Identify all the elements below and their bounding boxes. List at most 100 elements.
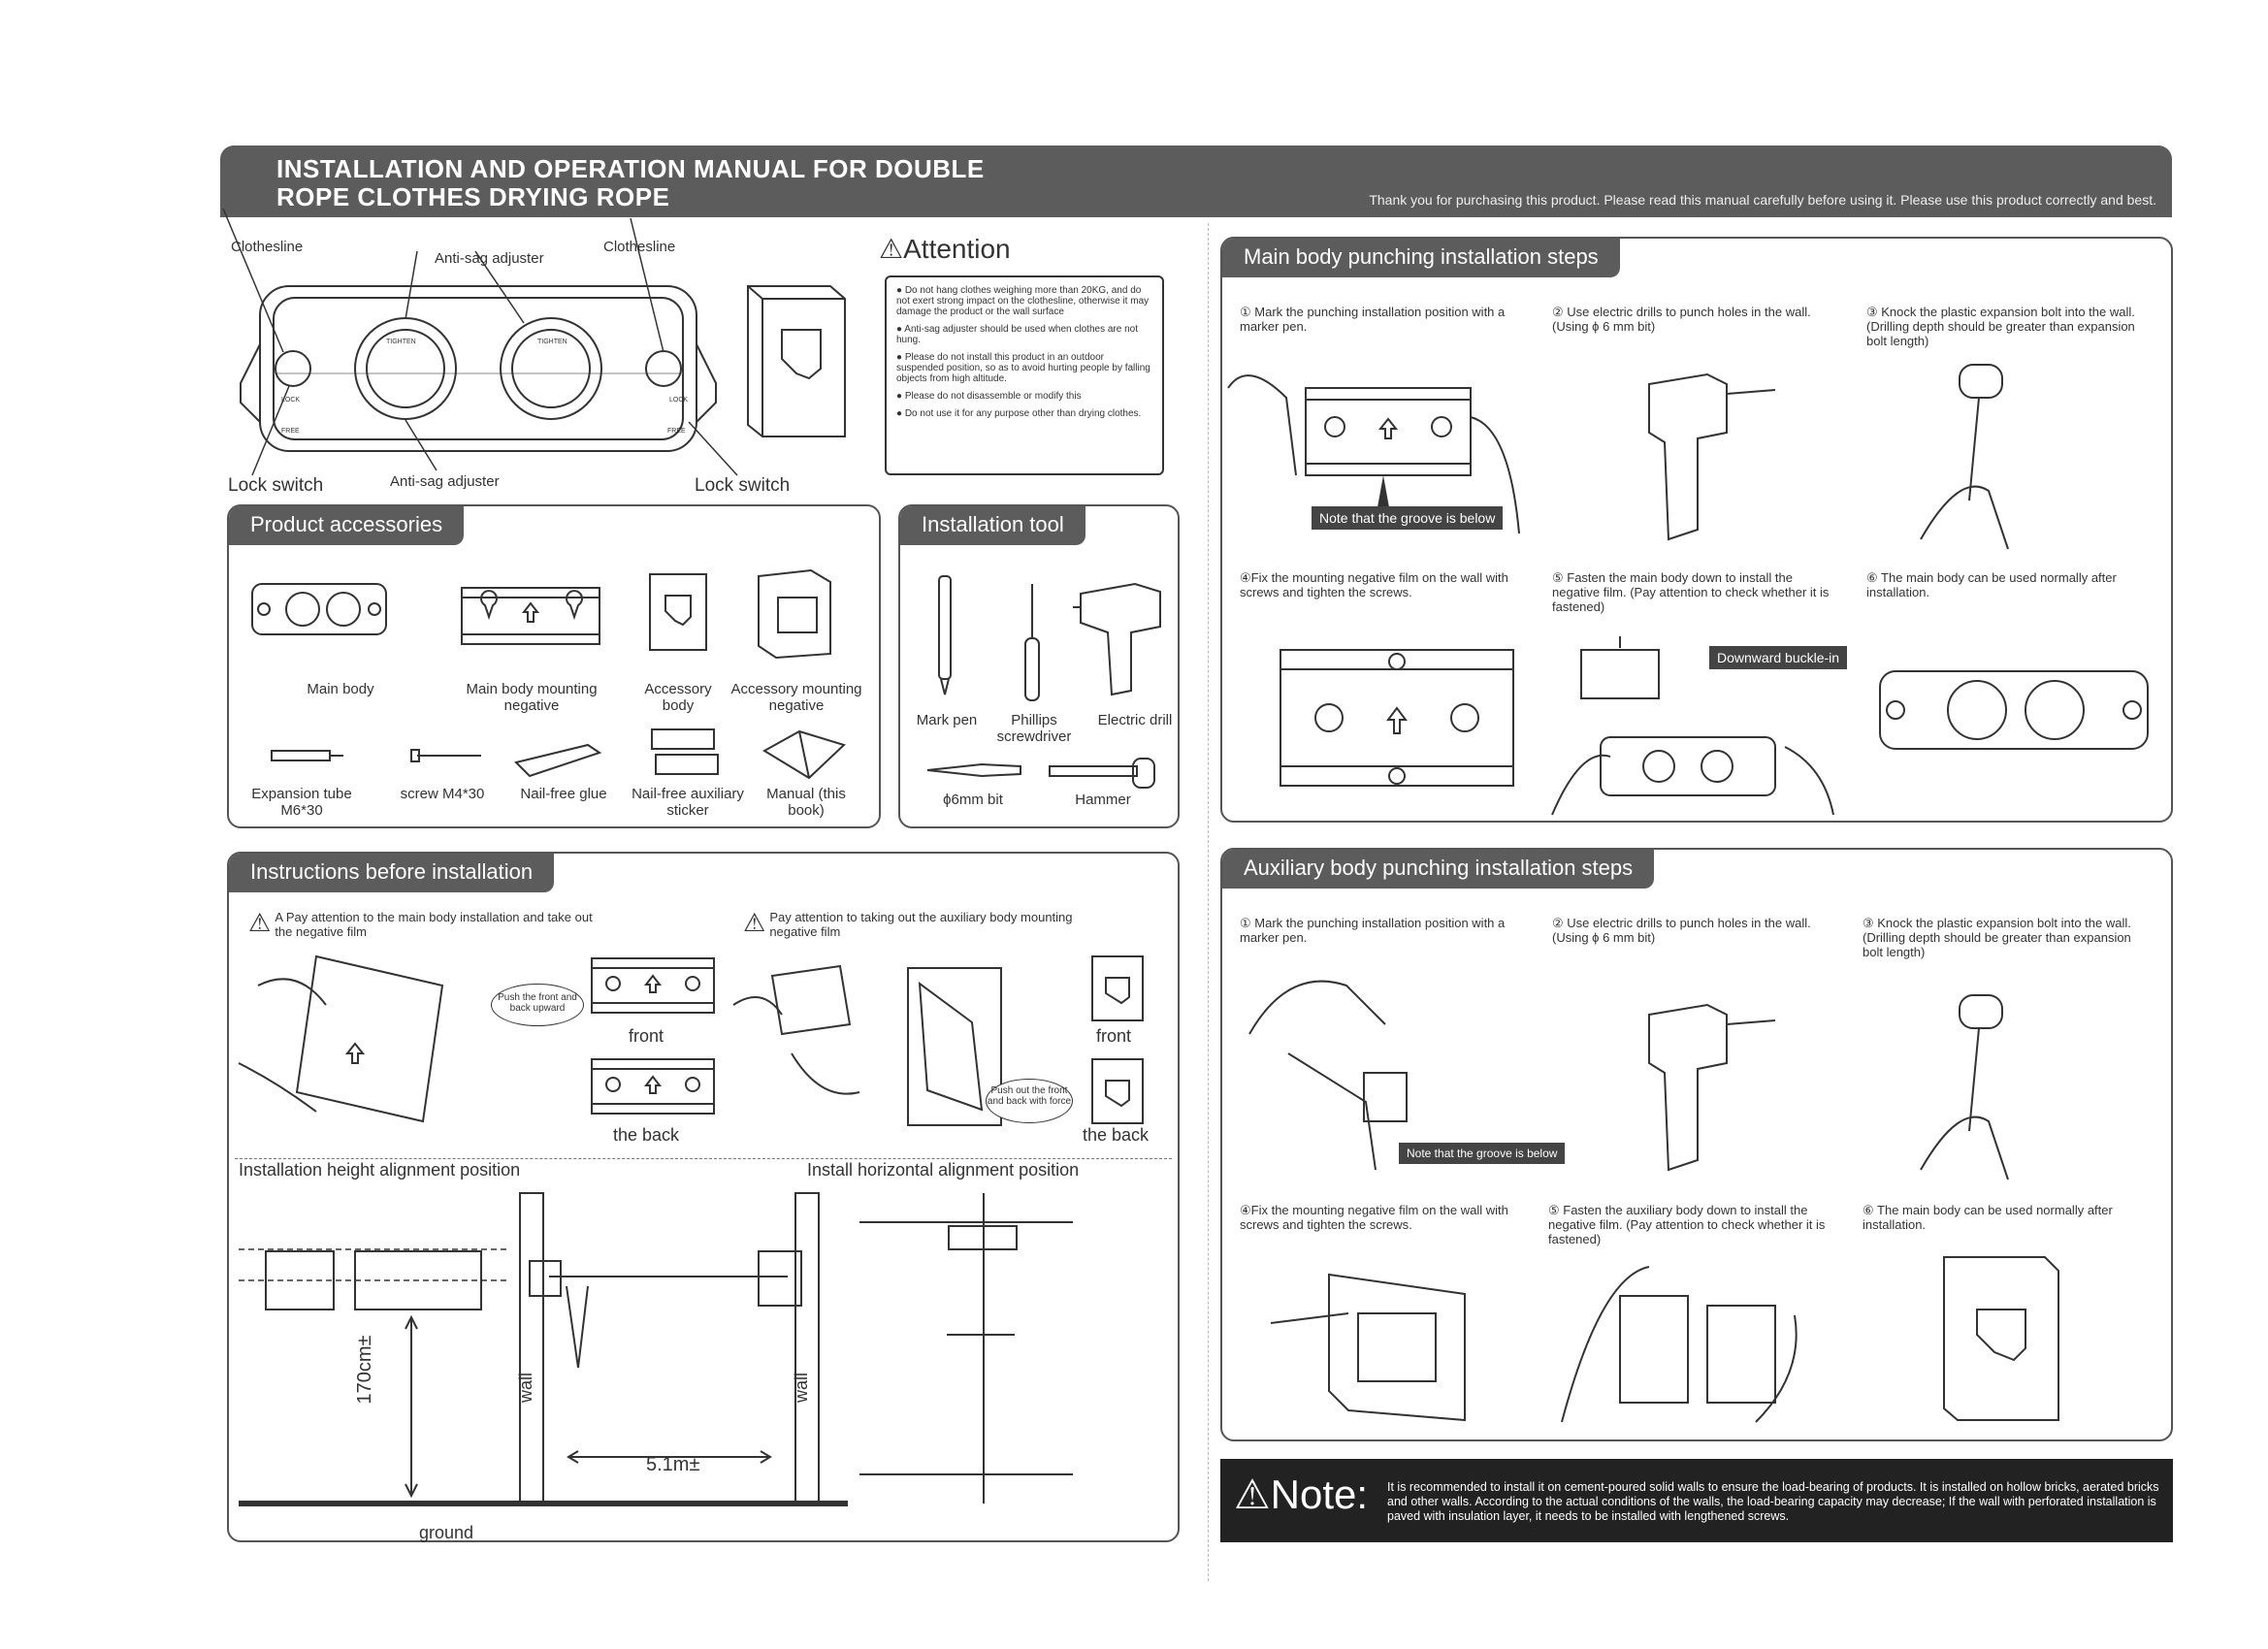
label-anti-sag-bottom: Anti-sag adjuster [390,473,500,490]
attention-box: ● Do not hang clothes weighing more than… [885,275,1164,475]
main-body-film-illustration [238,954,444,1123]
aux-body-film-illustration [732,964,860,1095]
accessory-mounting-icon [758,568,831,660]
height-alignment-diagram [239,1192,1073,1506]
main-step-2: ② Use electric drills to punch holes in … [1552,305,1811,334]
main-steps-title: Main body punching installation steps [1222,239,1620,277]
note-text: It is recommended to install it on cemen… [1387,1480,2159,1523]
aux-step-6: ⑥ The main body can be used normally aft… [1863,1203,2113,1232]
manual-title-line2: ROPE CLOTHES DRYING ROPE [276,182,670,211]
attention-heading: ⚠Attention [879,233,1011,265]
distance-value: 5.1m± [646,1454,700,1475]
aux-step1-illustration [1248,980,1408,1171]
aux-step2-illustration [1648,1003,1776,1172]
tool-mark-pen: Mark pen [916,712,978,728]
height-value: 170cm± [354,1335,375,1405]
horizontal-alignment-title: Install horizontal alignment position [807,1160,1080,1180]
main-step-5: ⑤ Fasten the main body down to install t… [1552,570,1830,614]
aux-step-3: ③ Knock the plastic expansion bolt into … [1863,916,2131,959]
attention-item: ● Please do not install this product in … [896,352,1150,384]
acc-nail-free-sticker: Nail-free auxiliary sticker [632,786,744,819]
electric-drill-icon [1073,582,1161,696]
acc-accessory-mounting: Accessory mounting negative [730,681,862,714]
label-clothesline-left: Clothesline [231,239,304,255]
note-a: ⚠A Pay attention to the main body instal… [248,908,593,939]
label-lock-switch-right: Lock switch [695,475,791,496]
hammer-icon [1049,758,1155,789]
warning-icon: ⚠ [879,234,904,264]
acc-main-body: Main body [307,681,374,697]
height-alignment-title: Installation height alignment position [239,1160,521,1180]
screw-icon [410,749,481,762]
main-groove-callout: Note that the groove is below [1312,506,1504,530]
note-b: ⚠Pay attention to taking out the auxilia… [743,908,1073,939]
front-plate-aux [1091,955,1144,1021]
manual-book-icon [762,729,846,780]
aux-step6-illustration [1943,1256,2059,1421]
attention-title: Attention [903,234,1011,264]
note-label: Note: [1270,1471,1369,1517]
label-front-main: front [629,1026,664,1046]
wall-label-left: wall [516,1372,535,1403]
glue-icon [514,743,602,778]
tool-electric-drill: Electric drill [1097,712,1173,728]
sticker-icon [651,728,719,775]
acc-manual: Manual (this book) [766,786,846,819]
back-plate-aux [1091,1058,1144,1124]
back-plate-main [591,1058,715,1115]
warning-icon: ⚠ [1234,1471,1271,1517]
main-body-icon [251,583,387,635]
label-back-main: the back [613,1125,680,1145]
mounting-negative-icon [461,587,600,645]
aux-groove-callout: Note that the groove is below [1399,1143,1566,1164]
label-clothesline-right: Clothesline [603,239,676,255]
acc-screw: screw M4*30 [400,786,485,802]
push-out-bubble: Push out the front and back with force [986,1079,1073,1123]
aux-step-1: ① Mark the punching installation positio… [1240,916,1506,945]
expansion-tube-icon [271,750,343,761]
main-step-3: ③ Knock the plastic expansion bolt into … [1866,305,2135,348]
aux-step-5: ⑤ Fasten the auxiliary body down to inst… [1548,1203,1826,1246]
main-step-4: ④Fix the mounting negative film on the w… [1240,570,1508,599]
aux-step-2: ② Use electric drills to punch holes in … [1552,916,1811,945]
lock-text-left: LOCK [281,397,301,404]
tool-6mm-bit: ϕ6mm bit [943,792,1003,808]
lock-text-right: LOCK [669,397,689,404]
free-text-left: FREE [281,428,300,435]
attention-item: ● Do not hang clothes weighing more than… [896,285,1150,317]
aux-steps-title: Auxiliary body punching installation ste… [1222,850,1655,889]
instructions-title: Instructions before installation [229,854,555,892]
accessory-body-icon [649,573,707,651]
label-front-aux: front [1096,1026,1132,1046]
free-text-right: FREE [667,428,686,435]
main-step2-illustration [1648,372,1776,541]
aux-step3-illustration [1920,994,2009,1180]
acc-nail-free-glue: Nail-free glue [520,786,607,802]
manual-title-line1: INSTALLATION AND OPERATION MANUAL FOR DO… [276,154,985,183]
warning-icon: ⚠ [743,908,766,937]
instructions-panel: Instructions before installation ⚠A Pay … [227,852,1180,1542]
main-body-diagram [222,208,738,476]
header-banner: INSTALLATION AND OPERATION MANUAL FOR DO… [220,146,2172,217]
tighten-text-left: TIGHTEN [386,339,416,345]
label-lock-switch-left: Lock switch [228,475,324,496]
wall-label-right: wall [792,1372,811,1403]
attention-item: ● Anti-sag adjuster should be used when … [896,324,1138,345]
aux-push-out-illustration [907,967,1002,1126]
main-step-6: ⑥ The main body can be used normally aft… [1866,570,2117,599]
main-step4-illustration [1280,649,1514,787]
push-front-back-bubble: Push the front and back upward [491,984,584,1026]
tools-title: Installation tool [900,506,1085,545]
attention-item: ● Please do not disassemble or modify th… [896,391,1082,402]
main-step6-illustration [1879,670,2149,750]
tool-phillips-screwdriver: Phillips screwdriver [996,712,1072,745]
warning-icon: ⚠ [248,908,272,937]
note-heading: ⚠Note: [1234,1471,1368,1519]
tool-hammer: Hammer [1075,792,1131,808]
aux-steps-panel: Auxiliary body punching installation ste… [1220,848,2173,1441]
tighten-text-right: TIGHTEN [537,339,567,345]
main-step3-illustration [1920,364,2009,550]
screwdriver-icon [1024,584,1040,701]
fold-line [1208,223,1209,1581]
accessories-panel: Product accessories Main body Main body … [227,504,881,828]
